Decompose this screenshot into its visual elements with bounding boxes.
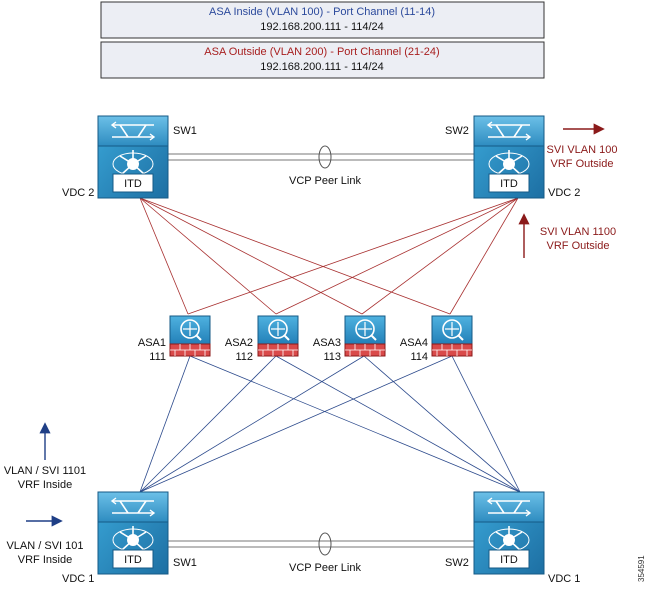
bottom-sw1-label: SW1 [173,557,197,569]
asa4-id: 114 [410,351,428,363]
asa1-name: ASA1 [138,337,166,349]
outside-links [139,197,519,315]
asa3-name: ASA3 [313,337,341,349]
top-sw2-itd-label: ITD [500,178,518,190]
link-sw1-asa4-outside [139,197,451,315]
link-asa3-sw1-inside [139,355,365,493]
bottom-vdc-right-label: VDC 1 [548,573,580,585]
link-asa1-sw1-inside [139,355,191,493]
legend-inside-title: ASA Inside (VLAN 100) - Port Channel (11… [209,6,435,18]
link-sw1-asa3-outside [139,197,363,315]
link-sw2-asa4-outside [449,197,519,315]
top-sw1-label: SW1 [173,125,197,137]
bottom-vdc-left-label: VDC 1 [62,573,94,585]
bottom-sw1-itd-label: ITD [124,554,142,566]
top-sw2-label: SW2 [445,125,469,137]
link-asa4-sw2-inside [451,355,521,493]
bottom-sw2-itd-label: ITD [500,554,518,566]
bottom-peer-link-label: VCP Peer Link [289,562,361,574]
bottom-sw1-switch: ITD [97,491,169,575]
link-sw2-asa3-outside [361,197,519,315]
asa2-name: ASA2 [225,337,253,349]
bottom-sw2-label: SW2 [445,557,469,569]
svi-1101-line2: VRF Inside [18,479,72,491]
top-peer-link: VCP Peer Link [168,145,475,187]
legend-outside-title: ASA Outside (VLAN 200) - Port Channel (2… [204,46,439,58]
inside-links [139,355,521,493]
link-asa3-sw2-inside [363,355,521,493]
legend-inside-ip: 192.168.200.111 - 114/24 [260,21,384,33]
legend-outside: ASA Outside (VLAN 200) - Port Channel (2… [100,41,545,79]
asa2-firewall [257,315,299,357]
svi-101-line1: VLAN / SVI 101 [6,540,83,552]
svi-100-line1: SVI VLAN 100 [547,144,618,156]
link-sw1-asa2-outside [139,197,277,315]
asa1-id: 111 [149,351,166,363]
figure-id: 354591 [637,555,646,582]
asa4-firewall [431,315,473,357]
bottom-sw2-switch: ITD [473,491,545,575]
bottom-peer-link: VCP Peer Link [168,532,475,574]
link-sw1-asa1-outside [139,197,189,315]
top-vdc-right-label: VDC 2 [548,187,580,199]
top-sw2-switch: ITD [473,115,545,199]
asa4-name: ASA4 [400,337,428,349]
legend-outside-ip: 192.168.200.111 - 114/24 [260,61,384,73]
link-asa4-sw1-inside [139,355,453,493]
top-vdc-left-label: VDC 2 [62,187,94,199]
link-asa2-sw2-inside [275,355,521,493]
legend-inside: ASA Inside (VLAN 100) - Port Channel (11… [100,1,545,39]
link-asa2-sw1-inside [139,355,277,493]
svi-101-line2: VRF Inside [18,554,72,566]
svi-1100-line2: VRF Outside [547,240,610,252]
asa1-firewall [169,315,211,357]
asa2-id: 112 [235,351,253,363]
top-sw1-switch: ITD [97,115,169,199]
asa3-firewall [344,315,386,357]
svi-100-line2: VRF Outside [551,158,614,170]
link-sw2-asa1-outside [187,197,519,315]
top-sw1-itd-label: ITD [124,178,142,190]
top-peer-link-label: VCP Peer Link [289,175,361,187]
link-asa1-sw2-inside [189,355,521,493]
svi-1101-line1: VLAN / SVI 1101 [4,465,86,477]
asa3-id: 113 [323,351,341,363]
svi-1100-line1: SVI VLAN 1100 [540,226,616,238]
link-sw2-asa2-outside [275,197,519,315]
